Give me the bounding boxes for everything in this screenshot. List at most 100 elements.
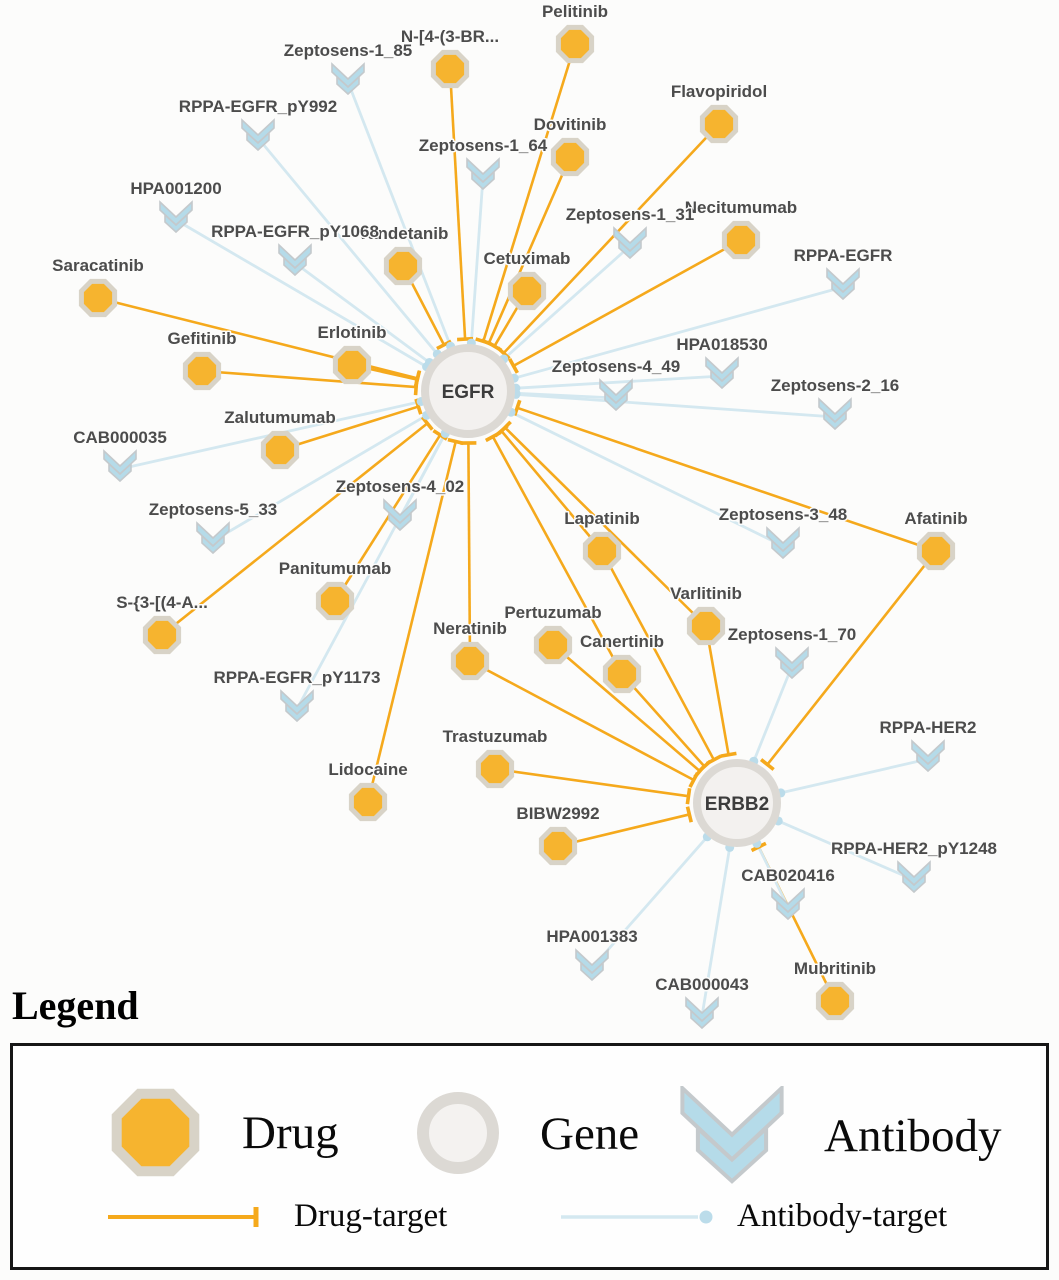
antibody-node-rppa_egfr <box>826 267 860 301</box>
tee-endpoint <box>685 788 692 805</box>
antibody-label: Zeptosens-1_64 <box>419 136 548 155</box>
drug-label: Trastuzumab <box>443 727 548 746</box>
drug-node-flavopiridol <box>699 104 739 144</box>
drug-node-mubritinib <box>815 981 855 1021</box>
drug-target-edge <box>201 369 417 389</box>
antibody-target-edge <box>346 81 452 347</box>
antibody-target-edge <box>515 374 723 390</box>
antibody-node-py1068 <box>278 243 312 277</box>
drug-octagon-icon <box>111 1088 200 1177</box>
drug-node-afatinib <box>916 531 956 571</box>
nodes-layer <box>78 24 956 1030</box>
drug-target-edge <box>333 434 442 602</box>
antibody-node-z2_16 <box>818 397 852 431</box>
legend-antibody-label: Antibody <box>824 1110 1002 1162</box>
antibody-target-edge <box>295 432 447 710</box>
drug-target-edge <box>482 43 577 342</box>
drug-target-edge <box>504 426 707 627</box>
drug-label: Panitumumab <box>279 559 391 578</box>
drug-label: Mubritinib <box>794 959 876 978</box>
tee-endpoint <box>420 416 434 431</box>
gene-circle-icon <box>417 1092 499 1174</box>
antibody-node-cab020416 <box>771 887 805 921</box>
legend-item-antibody: Antibody <box>675 1086 1002 1186</box>
antibody-target-edge <box>502 244 631 361</box>
antibody-target-edge-icon <box>561 1210 713 1223</box>
drug-label: N-[4-(3-BR... <box>401 27 499 46</box>
antibody-node-z1_64 <box>466 157 500 191</box>
antibody-label: Zeptosens-1_31 <box>566 205 695 224</box>
tee-endpoint <box>685 806 693 823</box>
antibody-label: Zeptosens-4_49 <box>552 357 681 376</box>
antibody-label: RPPA-EGFR <box>794 246 893 265</box>
drug-target-edge <box>494 767 689 798</box>
antibody-node-hpa001200 <box>159 200 193 234</box>
legend-item-drug-target: Drug-target <box>105 1198 447 1235</box>
antibody-label: RPPA-EGFR_pY1173 <box>214 668 381 687</box>
antibody-node-z1_31 <box>613 226 647 260</box>
drug-target-edge-icon <box>108 1206 259 1227</box>
tee-endpoint <box>508 357 519 374</box>
drug-target-edge <box>467 442 472 662</box>
antibody-label: HPA001200 <box>130 179 221 198</box>
drug-node-cetuximab <box>507 271 547 311</box>
antibody-node-py1248 <box>897 860 931 894</box>
antibody-target-edge <box>700 847 732 1017</box>
antibody-target-edge <box>513 285 844 380</box>
gene-label: EGFR <box>442 382 495 403</box>
antibody-label: Zeptosens-2_16 <box>771 376 900 395</box>
drug-node-pelitinib <box>555 24 595 64</box>
drug-node-nbr <box>430 49 470 89</box>
drug-node-erlotinib <box>332 345 372 385</box>
antibody-label: CAB000035 <box>73 428 167 447</box>
antibody-label: Zeptosens-3_48 <box>719 505 848 524</box>
edges-layer <box>97 43 938 1017</box>
antibody-label: Zeptosens-1_85 <box>284 41 413 60</box>
antibody-target-edge <box>294 261 431 364</box>
drug-node-vandetanib <box>383 246 423 286</box>
antibody-label: Zeptosens-4_02 <box>336 477 465 496</box>
drug-target-edge <box>516 406 937 553</box>
antibody-target-edge <box>755 842 790 908</box>
drug-node-bibw2992 <box>538 826 578 866</box>
antibody-target-edge <box>777 819 915 882</box>
drug-node-dovitinib <box>550 137 590 177</box>
gene-node-egfr <box>421 344 515 438</box>
antibody-node-z3_48 <box>766 526 800 560</box>
drug-node-gefitinib <box>182 351 222 391</box>
drug-target-edge <box>279 405 419 452</box>
antibody-node-cab000035 <box>103 449 137 483</box>
antibody-target-edge <box>752 665 794 762</box>
antibody-label: RPPA-EGFR_pY1068 <box>211 222 379 241</box>
tee-endpoint <box>484 431 501 443</box>
legend-antibody-target-label: Antibody-target <box>737 1198 948 1234</box>
gene-label: ERBB2 <box>705 794 769 815</box>
antibody-target-edge <box>780 757 929 795</box>
drug-label: Vandetanib <box>358 224 449 243</box>
antibody-node-py992 <box>241 118 275 152</box>
tee-endpoint <box>720 751 737 758</box>
drug-label: Zalutumumab <box>224 408 335 427</box>
antibody-label: CAB000043 <box>655 975 749 994</box>
antibody-node-hpa018530 <box>705 356 739 390</box>
drug-node-neratinib <box>450 641 490 681</box>
drug-label: BIBW2992 <box>516 804 599 823</box>
drug-label: Afatinib <box>904 509 967 528</box>
antibody-target-edge <box>515 391 617 400</box>
drug-target-edge <box>448 68 467 340</box>
drug-target-edge <box>487 156 572 344</box>
legend-gene-label: Gene <box>540 1107 640 1160</box>
drug-label: Saracatinib <box>52 256 144 275</box>
antibody-label: Zeptosens-1_70 <box>728 625 857 644</box>
antibody-node-z5_33 <box>196 521 230 555</box>
antibody-label: RPPA-HER2_pY1248 <box>831 839 997 858</box>
drug-node-trastuzumab <box>475 749 515 789</box>
drug-target-edge <box>500 430 603 552</box>
antibody-node-py1173 <box>280 689 314 723</box>
antibody-target-edge <box>590 835 709 969</box>
tee-endpoint <box>498 420 512 435</box>
drug-target-edge <box>621 673 706 768</box>
drug-node-s3a <box>142 615 182 655</box>
